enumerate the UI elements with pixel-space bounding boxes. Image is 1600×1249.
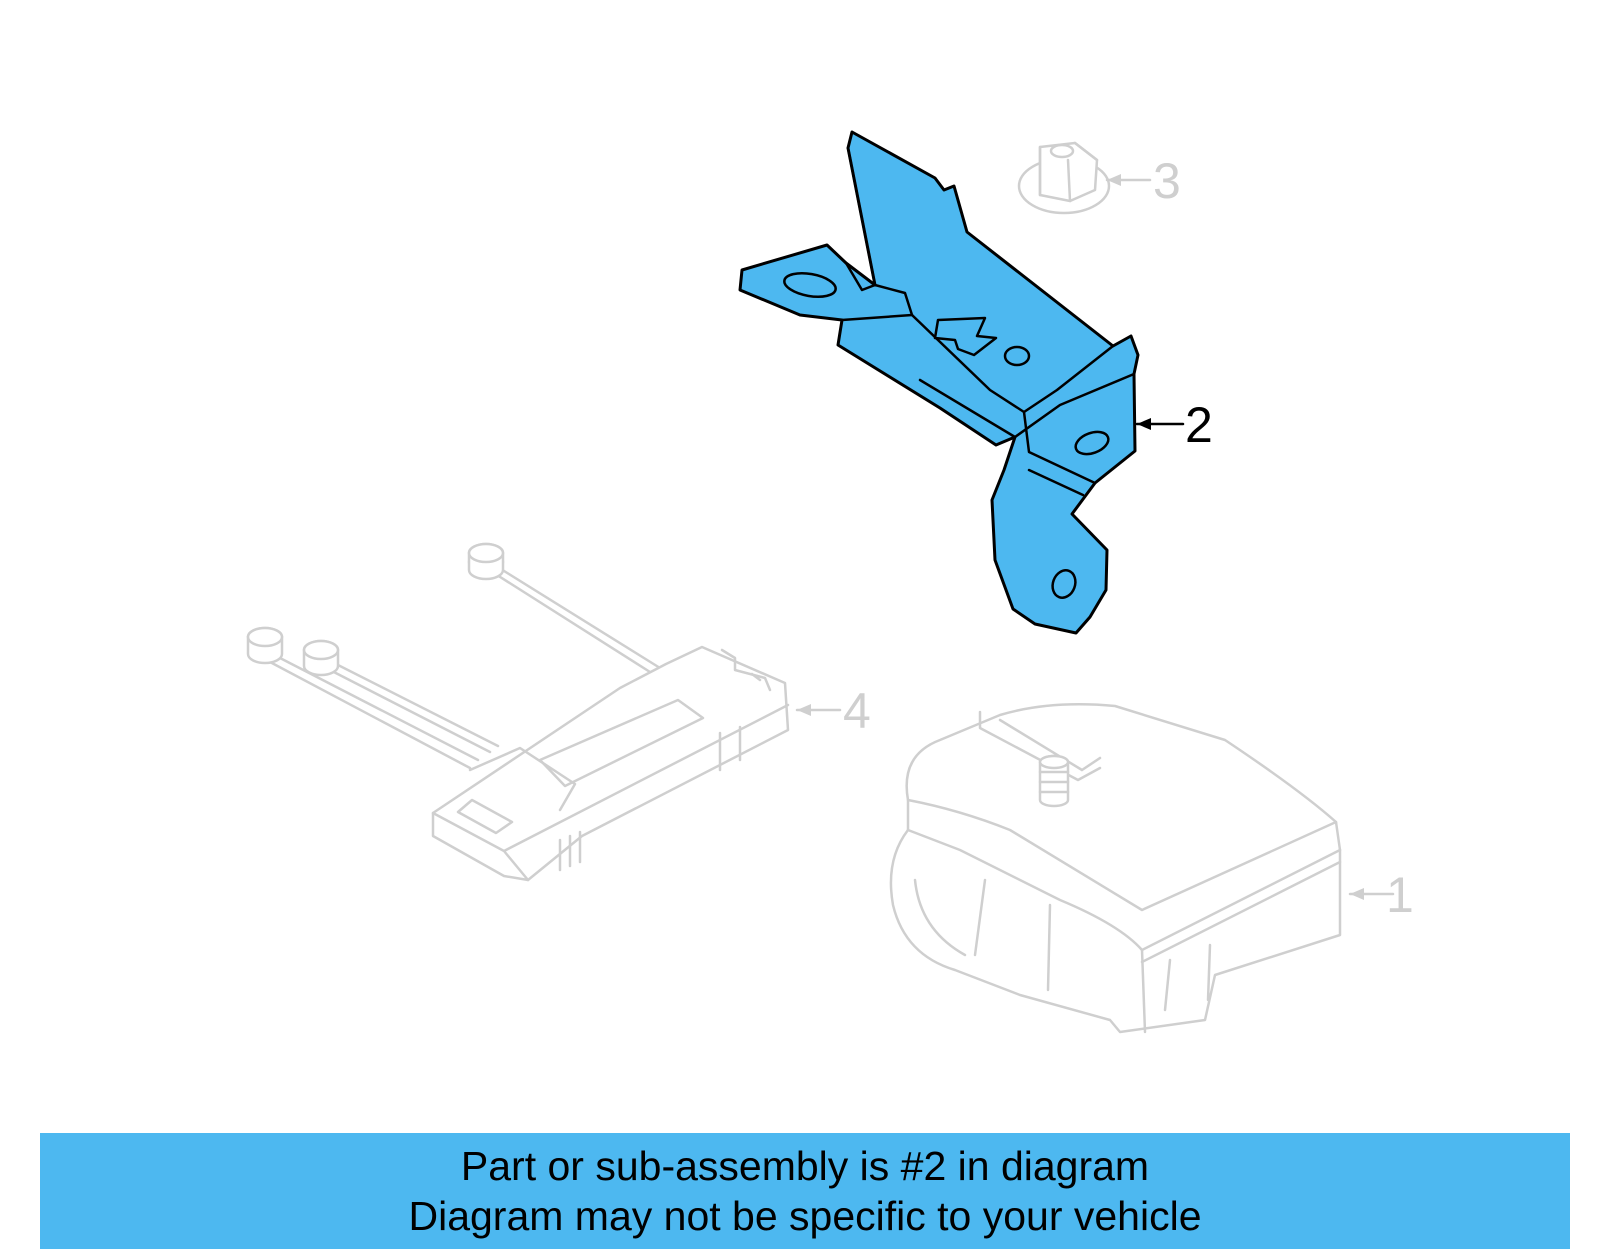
callout-3-label: 3 [1153, 153, 1181, 209]
callout-1-label: 1 [1386, 867, 1414, 923]
info-banner: Part or sub-assembly is #2 in diagram Di… [40, 1133, 1570, 1249]
part-2-bracket[interactable] [738, 130, 1140, 635]
callout-4-label: 4 [843, 683, 871, 739]
banner-line-2: Diagram may not be specific to your vehi… [408, 1193, 1202, 1239]
part-3-nut[interactable] [1017, 141, 1111, 215]
callout-4: 4 [795, 683, 871, 739]
callout-1: 1 [1348, 867, 1414, 923]
callout-3: 3 [1105, 153, 1181, 209]
callout-2: 2 [1135, 397, 1213, 453]
part-4-module[interactable] [246, 542, 790, 882]
part-1-housing[interactable] [889, 703, 1342, 1034]
banner-line-1: Part or sub-assembly is #2 in diagram [460, 1143, 1150, 1189]
callout-2-label: 2 [1185, 397, 1213, 453]
